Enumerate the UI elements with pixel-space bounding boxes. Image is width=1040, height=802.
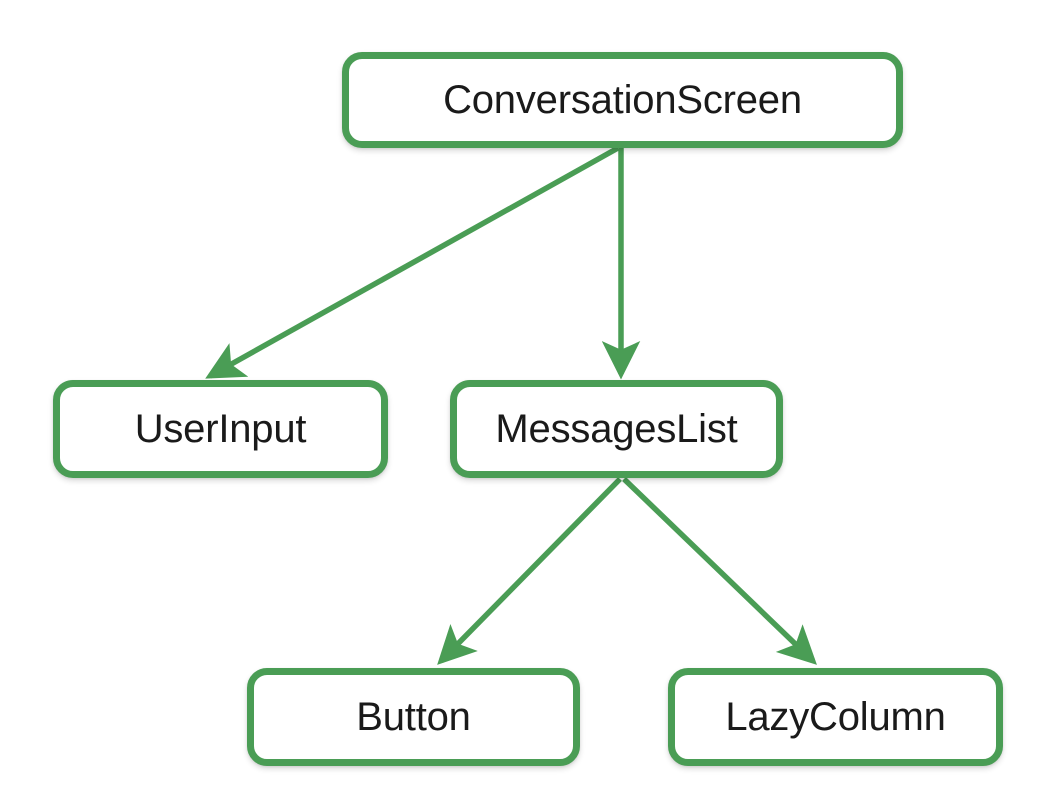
node-userinput-label: UserInput	[134, 407, 307, 451]
edge-messageslist-to-button	[437, 477, 622, 665]
node-button[interactable]: Button	[247, 668, 580, 766]
node-messageslist[interactable]: MessagesList	[450, 380, 783, 478]
node-conversationscreen-label: ConversationScreen	[443, 78, 802, 122]
node-lazycolumn[interactable]: LazyColumn	[668, 668, 1003, 766]
node-userinput[interactable]: UserInput	[53, 380, 388, 478]
node-lazycolumn-label: LazyColumn	[725, 695, 946, 739]
edge-conversationscreen-to-userinput	[205, 145, 620, 379]
node-conversationscreen[interactable]: ConversationScreen	[342, 52, 903, 148]
node-button-label: Button	[356, 695, 471, 739]
node-messageslist-label: MessagesList	[495, 407, 738, 451]
edge-messageslist-to-lazycolumn	[622, 477, 817, 665]
